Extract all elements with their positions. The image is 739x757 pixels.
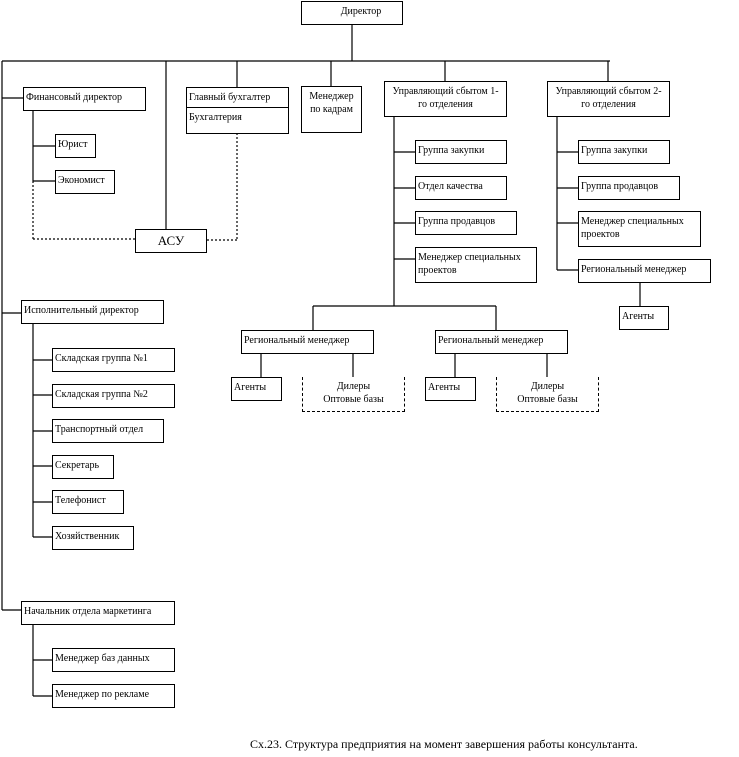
regional-2-dealers-label-2: Оптовые базы [517, 394, 578, 405]
marketing-head-label: Начальник отдела маркетинга [24, 606, 152, 617]
economist-box: Экономист [55, 170, 115, 194]
executive-unit-box: Складская группа №1 [52, 348, 175, 372]
regional-1-dealers-label-2: Оптовые базы [323, 394, 384, 405]
executive-unit-box: Хозяйственник [52, 526, 134, 550]
dept1-special-projects-box: Менеджер специальных проектов [415, 247, 537, 283]
executive-unit-box: Складская группа №2 [52, 384, 175, 408]
figure-caption: Сх.23. Структура предприятия на момент з… [250, 737, 638, 751]
dept2-sellers-box: Группа продавцов [578, 176, 680, 200]
marketing-unit-label: Менеджер баз данных [55, 653, 150, 664]
regional-2-manager-label: Региональный менеджер [438, 335, 544, 346]
executive-unit-box: Транспортный отдел [52, 419, 164, 443]
dept1-sellers-box: Группа продавцов [415, 211, 517, 235]
chief-accountant-box: Главный бухгалтер Бухгалтерия [186, 87, 289, 134]
executive-director-label: Исполнительный директор [24, 305, 139, 316]
dept1-purchasing-label: Группа закупки [418, 145, 485, 156]
executive-unit-label: Складская группа №1 [55, 353, 148, 364]
sales-head-2-box: Управляющий сбытом 2- го отделения [547, 81, 670, 117]
asu-label: АСУ [157, 233, 185, 248]
regional-1-dealers-label-1: Дилеры [336, 381, 371, 392]
dept2-purchasing-label: Группа закупки [581, 145, 648, 156]
regional-1-manager-box: Региональный менеджер [241, 330, 374, 354]
dept1-special-projects-label-2: проектов [418, 265, 457, 276]
dept2-sellers-label: Группа продавцов [581, 181, 659, 192]
sales-head-2-label-1: Управляющий сбытом 2- [555, 86, 662, 97]
hr-manager-label-2: по кадрам [310, 104, 353, 115]
marketing-unit-box: Менеджер баз данных [52, 648, 175, 672]
lawyer-label: Юрист [58, 139, 88, 150]
regional-1-agents-label: Агенты [234, 382, 267, 393]
regional-1-dealers-box: Дилеры Оптовые базы [302, 377, 405, 412]
regional-1-manager-label: Региональный менеджер [244, 335, 350, 346]
regional-2-agents-box: Агенты [425, 377, 476, 401]
hr-manager-box: Менеджер по кадрам [301, 86, 362, 133]
regional-2-dealers-box: Дилеры Оптовые базы [496, 377, 599, 412]
director-box: Директор [301, 1, 403, 25]
dept1-sellers-label: Группа продавцов [418, 216, 496, 227]
accounting-label: Бухгалтерия [187, 107, 288, 127]
hr-manager-label-1: Менеджер [309, 91, 354, 102]
director-label: Директор [340, 6, 382, 17]
dept1-special-projects-label-1: Менеджер специальных [418, 252, 521, 263]
dept2-regional-manager-box: Региональный менеджер [578, 259, 711, 283]
financial-director-label: Финансовый директор [26, 92, 122, 103]
dept2-special-projects-label-2: проектов [581, 229, 620, 240]
dept1-purchasing-box: Группа закупки [415, 140, 507, 164]
executive-unit-label: Секретарь [55, 460, 100, 471]
chief-accountant-label: Главный бухгалтер [189, 92, 271, 103]
marketing-unit-box: Менеджер по рекламе [52, 684, 175, 708]
executive-unit-label: Складская группа №2 [55, 389, 148, 400]
regional-2-manager-box: Региональный менеджер [435, 330, 568, 354]
sales-head-1-label-2: го отделения [418, 99, 473, 110]
regional-1-agents-box: Агенты [231, 377, 282, 401]
marketing-head-box: Начальник отдела маркетинга [21, 601, 175, 625]
regional-2-dealers-label-1: Дилеры [530, 381, 565, 392]
sales-head-1-label-1: Управляющий сбытом 1- [392, 86, 499, 97]
marketing-unit-label: Менеджер по рекламе [55, 689, 150, 700]
asu-box: АСУ [135, 229, 207, 253]
executive-unit-label: Хозяйственник [55, 531, 120, 542]
dept2-purchasing-box: Группа закупки [578, 140, 670, 164]
dept1-quality-box: Отдел качества [415, 176, 507, 200]
executive-director-box: Исполнительный директор [21, 300, 164, 324]
lawyer-box: Юрист [55, 134, 96, 158]
dept2-special-projects-box: Менеджер специальных проектов [578, 211, 701, 247]
dept2-agents-label: Агенты [622, 311, 655, 322]
dept2-regional-manager-label: Региональный менеджер [581, 264, 687, 275]
executive-unit-box: Секретарь [52, 455, 114, 479]
dept1-quality-label: Отдел качества [418, 181, 483, 192]
dept2-agents-box: Агенты [619, 306, 669, 330]
sales-head-2-label-2: го отделения [581, 99, 636, 110]
executive-unit-box: Телефонист [52, 490, 124, 514]
sales-head-1-box: Управляющий сбытом 1- го отделения [384, 81, 507, 117]
dept2-special-projects-label-1: Менеджер специальных [581, 216, 684, 227]
financial-director-box: Финансовый директор [23, 87, 146, 111]
executive-unit-label: Транспортный отдел [55, 424, 144, 435]
executive-unit-label: Телефонист [55, 495, 106, 506]
regional-2-agents-label: Агенты [428, 382, 461, 393]
economist-label: Экономист [58, 175, 105, 186]
